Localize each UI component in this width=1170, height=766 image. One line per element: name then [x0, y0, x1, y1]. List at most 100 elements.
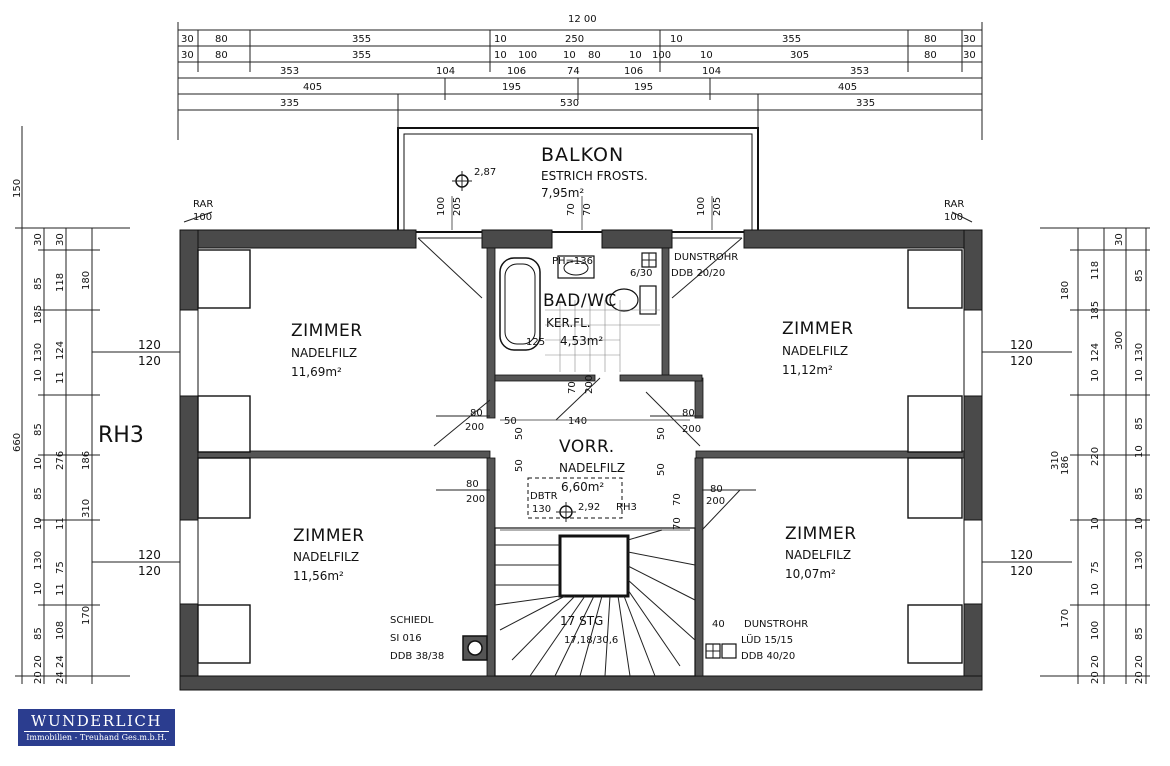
dbtr-value: 130	[532, 504, 551, 515]
rar-right-value: 100	[944, 212, 963, 223]
top-dimension-text: 12 00 30 80 355 10 250 10 355 80 30 30 8…	[181, 14, 976, 109]
logo-tagline: Immobilien - Treuhand Ges.m.b.H.	[24, 731, 169, 744]
dim-label: 80	[470, 408, 483, 419]
dim-label: 10	[1134, 517, 1145, 530]
room-name: ZIMMER	[782, 319, 854, 339]
dim-label: 180	[1060, 281, 1071, 300]
dim-label: 200	[706, 496, 725, 507]
dim-label: 310	[1050, 451, 1061, 470]
room-area: 11,12m²	[782, 363, 833, 377]
dim-label: 405	[303, 82, 322, 93]
dim-label: 200	[466, 494, 485, 505]
dim-label: 185	[33, 305, 44, 324]
dim-label: 130	[1134, 343, 1145, 362]
dim-label: 10	[33, 517, 44, 530]
dim-label: 85	[33, 627, 44, 640]
dim-label: 10	[494, 50, 507, 61]
dim-label: 195	[634, 82, 653, 93]
dim-label: 100	[436, 197, 447, 216]
dim-label: 405	[838, 82, 857, 93]
dim-label: 124	[55, 341, 66, 360]
dim-label: 186	[81, 451, 92, 470]
room-floor-type: NADELFILZ	[782, 344, 848, 358]
dim-label: 310	[81, 499, 92, 518]
dim-label: 50	[504, 416, 517, 427]
dunstrohr-bottom: DUNSTROHR LÜD 15/15 DDB 40/20 40	[705, 619, 808, 662]
dim-label: 170	[81, 606, 92, 625]
dim-label: 108	[55, 621, 66, 640]
dim-label: 10	[1090, 517, 1101, 530]
dim-label: 10	[563, 50, 576, 61]
dim-label: 10	[1134, 369, 1145, 382]
dim-label: 180	[81, 271, 92, 290]
room-area-bad: 4,53m²	[560, 334, 603, 348]
room-zimmer-top-right: ZIMMER NADELFILZ 11,12m²	[782, 319, 854, 377]
room-area-vorr: 6,60m²	[561, 480, 604, 494]
dim-label: 85	[1134, 627, 1145, 640]
room-bad-wc: PH=136 BAD/WC KER.FL. 4,53m² 125 70 200	[499, 255, 660, 394]
room-name-bad: BAD/WC	[543, 291, 617, 311]
room-floor-type: NADELFILZ	[291, 346, 357, 360]
left-dimension-text: 150 660 30 85 185 130 10 85 10 85 10 130…	[12, 179, 92, 684]
rar-right-label: RAR	[944, 199, 964, 210]
floor-type-vorr: NADELFILZ	[559, 461, 625, 475]
toilet-icon	[609, 288, 639, 312]
chimney-schiedl: SCHIEDL SI 016 DDB 38/38	[390, 615, 488, 662]
dim-label: 11	[55, 517, 66, 530]
dim-label: 120	[138, 338, 161, 352]
dim-label: 85	[33, 487, 44, 500]
dim-label: 50	[656, 427, 667, 440]
rh3-label: RH3	[98, 423, 144, 448]
room-area: 11,56m²	[293, 569, 344, 583]
dim-label: 353	[850, 66, 869, 77]
dim-label: 85	[1134, 417, 1145, 430]
dim-label: 104	[436, 66, 455, 77]
dim-label: 353	[280, 66, 299, 77]
room-name: ZIMMER	[291, 321, 363, 341]
vent-pipe-icon	[721, 643, 737, 659]
dim-label: 70	[567, 381, 578, 394]
dim-label: 100	[652, 50, 671, 61]
dim-label: 80	[588, 50, 601, 61]
room-vorr: VORR. NADELFILZ 6,60m² DBTR 130 2,92 RH3…	[500, 416, 690, 531]
rar-labels: RAR 100 RAR 100	[183, 199, 973, 223]
ddb-top-label: DDB 20/20	[671, 268, 725, 279]
dim-label: 10	[1134, 445, 1145, 458]
dim-label: 120	[1010, 354, 1033, 368]
window-icon	[907, 604, 963, 664]
room-floor-type: NADELFILZ	[785, 548, 851, 562]
stairs-size: 17,18/30,6	[564, 635, 618, 646]
dim-label: 355	[352, 50, 371, 61]
vorr-rh-label: RH3	[616, 502, 637, 513]
window-icon	[197, 604, 251, 664]
room-name: ZIMMER	[293, 526, 365, 546]
room-name-balkon: BALKON	[541, 144, 624, 166]
dim-label: 80	[710, 484, 723, 495]
bathtub-icon	[499, 257, 541, 351]
dim-label: 130	[33, 551, 44, 570]
dim-label: 355	[352, 34, 371, 45]
dunst-top-dim: 6/30	[630, 268, 652, 279]
dim-label: 75	[55, 561, 66, 574]
dim-label: 106	[624, 66, 643, 77]
company-logo: WUNDERLICH Immobilien - Treuhand Ges.m.b…	[18, 709, 175, 746]
dbtr-label: DBTR	[530, 491, 558, 502]
dim-label: 150	[12, 179, 23, 198]
floor-type-balkon: ESTRICH FROSTS.	[541, 169, 648, 183]
dunst-bottom-dim: 40	[712, 619, 725, 630]
dim-label: 10	[33, 369, 44, 382]
dim-label: 11	[55, 583, 66, 596]
rar-left-value: 100	[193, 212, 212, 223]
dim-label: 200	[682, 424, 701, 435]
room-name: ZIMMER	[785, 524, 857, 544]
dim-label: 30	[33, 233, 44, 246]
dim-label: 20	[1134, 671, 1145, 684]
door-swings	[417, 237, 756, 531]
window-icon	[907, 395, 963, 453]
dim-label: 75	[1090, 561, 1101, 574]
dim-label: 124	[1090, 343, 1101, 362]
right-dimension-text: 180 186 310 170 118 185 124 10 220 10 75…	[1050, 233, 1145, 684]
dim-label: 80	[924, 34, 937, 45]
dim-label: 120	[1010, 548, 1033, 562]
schiedl-label: SCHIEDL	[390, 615, 434, 626]
